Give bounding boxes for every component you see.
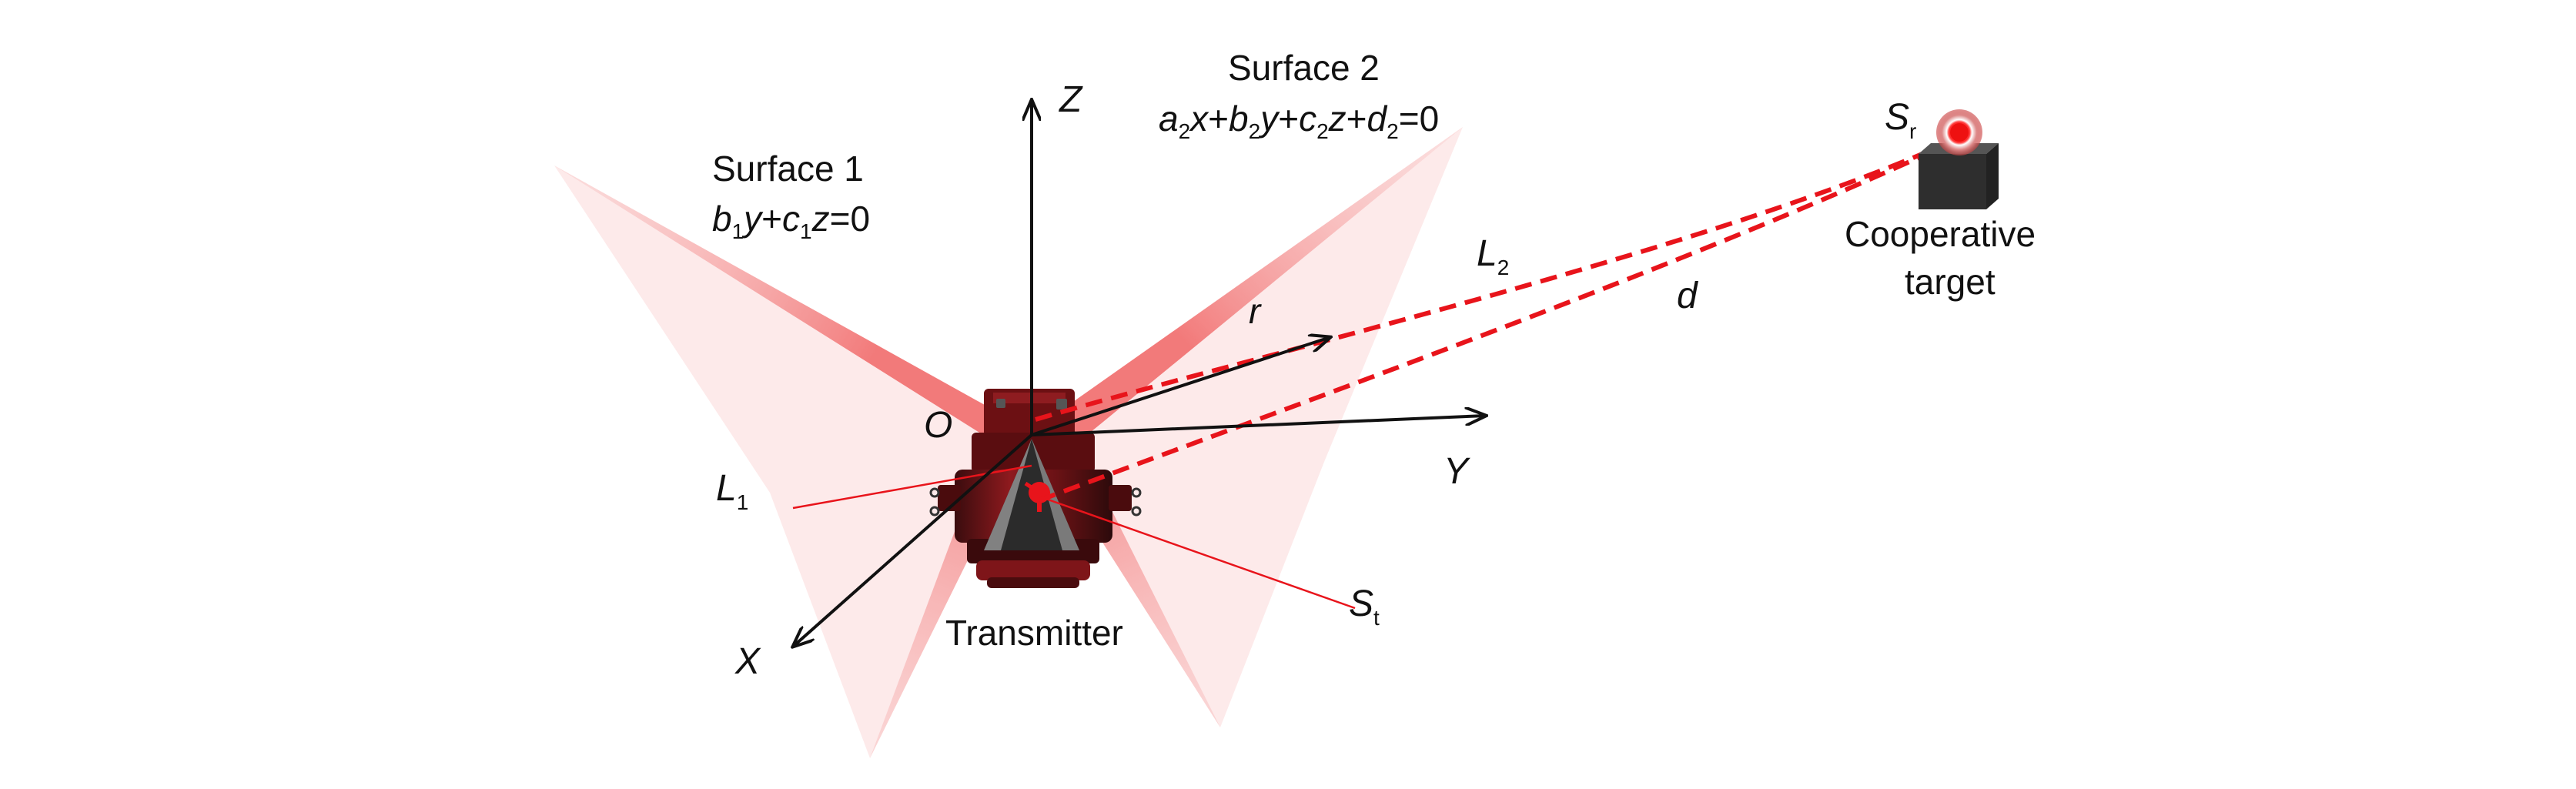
axis-x-label: X [734,641,761,682]
surface1-equation: b1y+c1z=0 [712,199,870,243]
axis-y [1031,416,1486,436]
surface1-fan-upper [554,165,1032,439]
line-l1 [792,464,1032,510]
line-l2-label: L2 [1477,233,1509,279]
sr-label: Sr [1885,97,1916,143]
target-label-line1: Cooperative [1845,214,2036,254]
surface1-title: Surface 1 [712,149,864,189]
beam-upper [1035,144,1942,422]
distance-d-label: d [1677,276,1698,316]
transmitter-device [929,389,1142,588]
line-l1-label: L1 [716,468,748,514]
target-label-line2: target [1905,262,1996,302]
surface2-title: Surface 2 [1228,48,1380,88]
beam-lower [1038,145,1942,503]
surface2-equation: a2x+b2y+c2z+d2=0 [1159,99,1439,143]
st-label: St [1349,583,1380,630]
axis-y-label: Y [1444,451,1470,492]
origin-label: O [924,405,952,446]
vector-r-label: r [1249,291,1262,331]
vector-r [1031,337,1330,436]
line-st [1039,495,1356,610]
surface2-fan-upper [1032,127,1463,443]
transmitter-label: Transmitter [945,613,1123,653]
axis-z-label: Z [1059,79,1083,120]
axis-x [793,433,1033,647]
surface1-fan-upper-fill [554,165,1032,758]
cooperative-target [1919,109,1999,209]
